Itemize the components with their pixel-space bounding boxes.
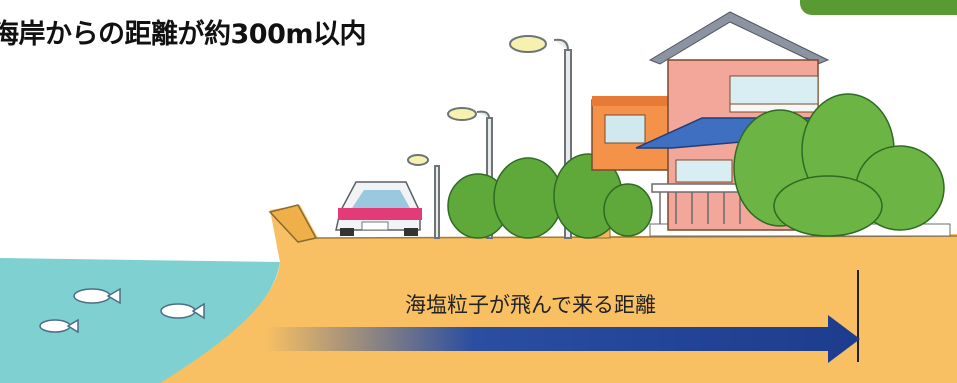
tree-icon [447,153,653,239]
corner-tab [800,0,957,15]
fish-icon [39,287,205,334]
arrow-label: 海塩粒子が飛んで来る距離 [405,293,656,317]
car-icon [335,181,422,236]
caption-title: 海岸からの距離が約300m以内 [0,19,367,50]
distance-arrow [265,315,860,363]
tree-icon [733,93,945,237]
